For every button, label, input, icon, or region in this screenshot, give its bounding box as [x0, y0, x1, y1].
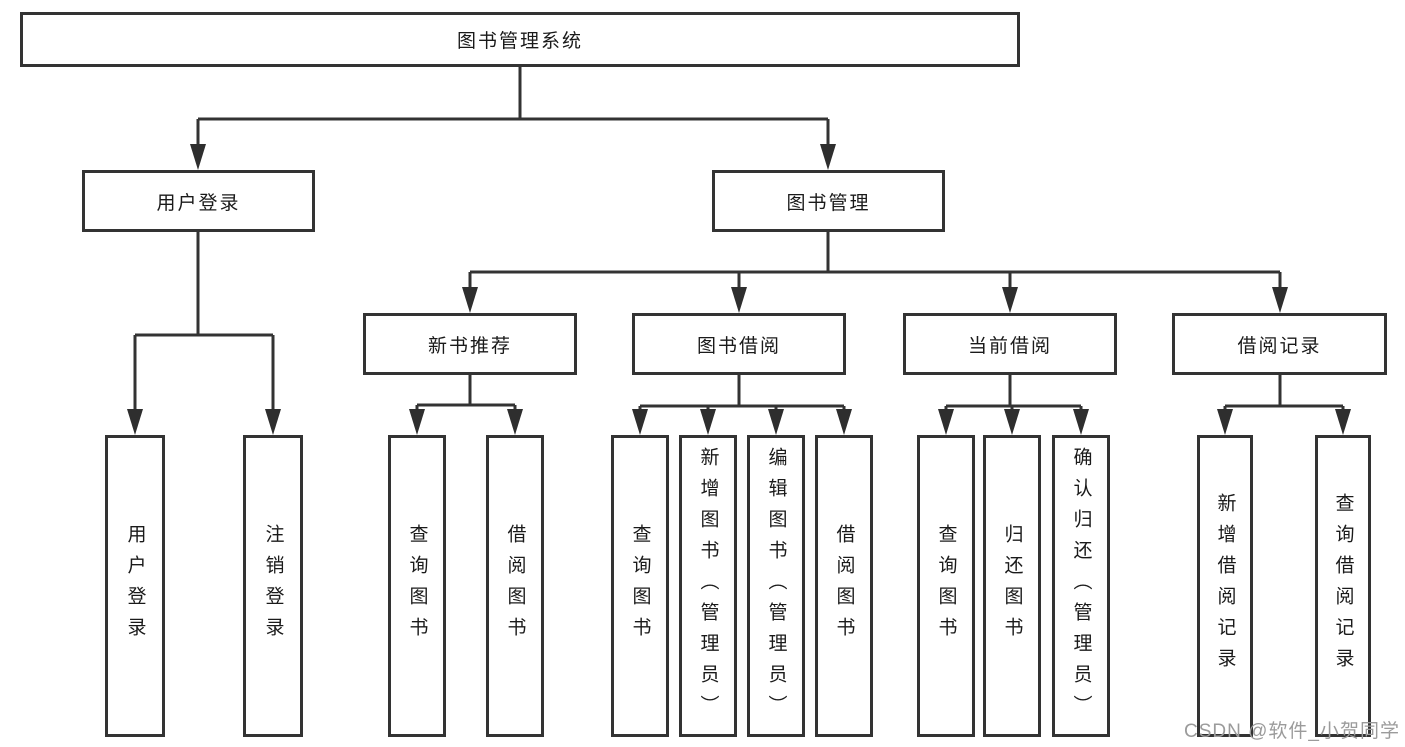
- node-current-borrow: 当前借阅: [903, 313, 1117, 375]
- leaf-bb-query-books: 查询图书: [611, 435, 669, 737]
- leaf-bb-borrow-books: 借阅图书: [815, 435, 873, 737]
- leaf-user-login: 用户登录: [105, 435, 165, 737]
- leaf-bb-add-books-admin: 新增图书（管理员）: [679, 435, 737, 737]
- arrowheads: [127, 144, 1351, 435]
- leaf-br-add-record: 新增借阅记录: [1197, 435, 1253, 737]
- leaf-nbr-borrow-books: 借阅图书: [486, 435, 544, 737]
- leaf-nbr-query-books: 查询图书: [388, 435, 446, 737]
- leaf-cb-return-books: 归还图书: [983, 435, 1041, 737]
- node-book-management: 图书管理: [712, 170, 945, 232]
- node-book-borrow: 图书借阅: [632, 313, 846, 375]
- csdn-watermark: CSDN @软件_小贺同学: [1184, 721, 1400, 742]
- leaf-br-query-record: 查询借阅记录: [1315, 435, 1371, 737]
- node-new-book-recommend: 新书推荐: [363, 313, 577, 375]
- node-user-login: 用户登录: [82, 170, 315, 232]
- node-borrow-records: 借阅记录: [1172, 313, 1387, 375]
- node-root-system: 图书管理系统: [20, 12, 1020, 67]
- leaf-cb-confirm-return-admin: 确认归还（管理员）: [1052, 435, 1110, 737]
- leaf-cb-query-books: 查询图书: [917, 435, 975, 737]
- leaf-logout-login: 注销登录: [243, 435, 303, 737]
- leaf-bb-edit-books-admin: 编辑图书（管理员）: [747, 435, 805, 737]
